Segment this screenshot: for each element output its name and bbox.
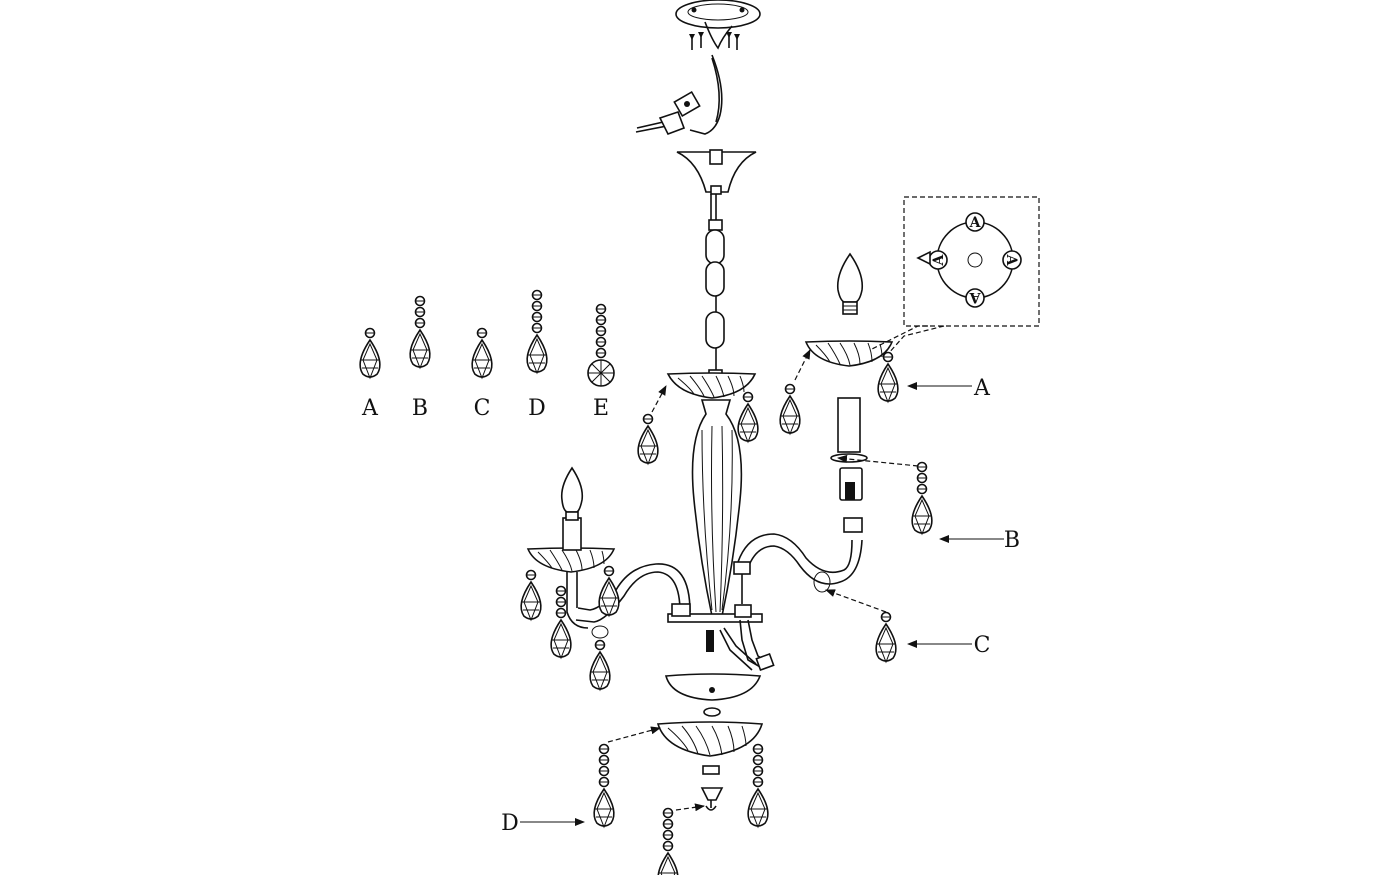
- callout-label-c: C: [974, 633, 991, 658]
- inset-mark: A: [969, 215, 982, 231]
- drop-right-cup-right: [877, 351, 899, 404]
- crystal-type-c: [471, 327, 493, 380]
- legend-label: E: [593, 396, 609, 421]
- crystal-drop: [520, 580, 542, 620]
- hook-tab: [965, 288, 985, 308]
- crystal-drop: [359, 338, 381, 378]
- ceiling-canopy-plate: [675, 0, 761, 50]
- drop-top-bowl-left: [637, 413, 659, 466]
- crystal-drop: [875, 622, 897, 662]
- left-bulb: [560, 466, 584, 521]
- assembly-leader: [675, 803, 705, 812]
- right-candle-cup: [804, 340, 894, 367]
- inset-detail-box: [869, 196, 1040, 355]
- left-arm: [566, 563, 691, 639]
- callout-label-b: B: [1004, 528, 1020, 553]
- crystal-type-d: [526, 289, 548, 375]
- assembly-leader: [607, 726, 661, 743]
- crystal-type-b: [409, 295, 431, 370]
- crystal-drop: [550, 618, 572, 658]
- drop-left-cup-chain: [550, 585, 572, 660]
- crystal-drop: [637, 424, 659, 464]
- crystal-drop: [471, 338, 493, 378]
- left-candle-sleeve: [562, 517, 582, 551]
- callout-label-a: A: [973, 376, 991, 401]
- drop-arm-hook: [875, 611, 897, 664]
- top-bezel-bowl: [666, 372, 757, 399]
- left-candle-cup: [526, 547, 616, 573]
- crystal-type-e: [587, 303, 615, 387]
- legend-label: D: [528, 396, 546, 421]
- inset-mark: A: [968, 289, 981, 305]
- drop-top-bowl-right: [737, 391, 759, 444]
- drop-right-cup-left: [779, 383, 801, 436]
- drop-left-cup-left: [520, 569, 542, 622]
- legend-label: C: [474, 396, 491, 421]
- drop-finial: [657, 807, 679, 879]
- crystal-drop: [589, 650, 611, 690]
- legend-label: B: [412, 396, 428, 421]
- assembly-leader: [651, 385, 667, 413]
- hook-tab: [1002, 250, 1022, 270]
- crystal-drop: [409, 328, 431, 368]
- finial-parts: [700, 765, 724, 811]
- bottom-spacer-nut: [703, 707, 721, 717]
- callout-label-d: D: [501, 811, 519, 836]
- assembly-leader: [825, 589, 887, 613]
- crystal-drop: [747, 787, 769, 827]
- crystal-drop: [526, 333, 548, 373]
- central-glass-column: [691, 399, 743, 617]
- crystal-type-a: [359, 327, 381, 380]
- chain: [705, 194, 725, 385]
- assembly-leader: [837, 454, 919, 467]
- assembly-leader: [794, 349, 811, 381]
- canopy-cup: [676, 149, 757, 195]
- bottom-bezel-bowl: [656, 721, 764, 757]
- legend-label: A: [361, 396, 379, 421]
- internal-wiring: [706, 604, 775, 672]
- drop-bottom-left: [593, 743, 615, 829]
- hook-clip-icon: [916, 250, 931, 266]
- right-candle-sleeve: [837, 397, 861, 453]
- inset-mark: A: [931, 253, 947, 266]
- crystal-drop: [737, 402, 759, 442]
- crystal-drop: [779, 394, 801, 434]
- drop-left-cup-right: [598, 565, 620, 618]
- right-socket: [839, 467, 863, 533]
- supply-wire: [689, 54, 723, 135]
- drop-bottom-right: [747, 743, 769, 829]
- terminal-block: [635, 90, 701, 136]
- crystal-drop: [877, 362, 899, 402]
- drop-socket-chain: [911, 461, 933, 536]
- hook-tab: [965, 212, 985, 232]
- right-arm: [733, 533, 863, 604]
- drop-left-arm-ring: [589, 639, 611, 692]
- body-plate: [667, 613, 763, 623]
- crystal-drop: [911, 494, 933, 534]
- mounting-screws: [689, 32, 740, 50]
- crystal-drop: [598, 576, 620, 616]
- crystal-drop: [593, 787, 615, 827]
- inset-mark: A: [1003, 254, 1019, 267]
- right-bulb: [836, 252, 864, 315]
- bottom-cover-dish: [664, 673, 762, 701]
